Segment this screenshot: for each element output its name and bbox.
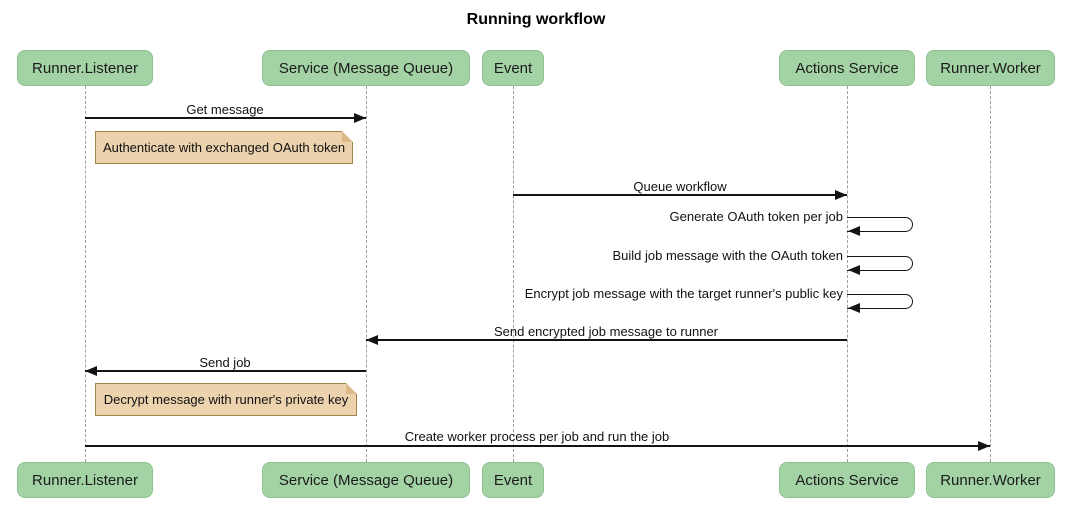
diagram-title: Running workflow — [466, 11, 606, 28]
arrowhead-right-icon — [978, 441, 990, 451]
lifeline-event — [513, 86, 514, 462]
actor-event-top: Event — [482, 50, 544, 86]
message-label: Queue workflow — [633, 179, 727, 194]
arrowhead-left-icon — [848, 303, 860, 313]
arrowhead-right-icon — [354, 113, 366, 123]
lifeline-runner-worker — [990, 86, 991, 462]
actor-service-message-queue-bottom: Service (Message Queue) — [262, 462, 470, 498]
actor-runner-listener-bottom: Runner.Listener — [17, 462, 153, 498]
lifeline-actions-service — [847, 86, 848, 462]
actor-actions-service-bottom: Actions Service — [779, 462, 915, 498]
arrowhead-left-icon — [848, 226, 860, 236]
actor-actions-service-top: Actions Service — [779, 50, 915, 86]
arrowhead-right-icon — [835, 190, 847, 200]
actor-event-bottom: Event — [482, 462, 544, 498]
message-line — [513, 194, 847, 196]
message-label: Generate OAuth token per job — [669, 209, 843, 224]
message-label: Send job — [199, 355, 251, 370]
message-label: Encrypt job message with the target runn… — [524, 286, 843, 301]
actor-service-message-queue-top: Service (Message Queue) — [262, 50, 470, 86]
note-decrypt: Decrypt message with runner's private ke… — [95, 383, 357, 416]
message-label: Get message — [186, 102, 264, 117]
note-authenticate: Authenticate with exchanged OAuth token — [95, 131, 353, 164]
message-label: Create worker process per job and run th… — [404, 429, 670, 444]
self-loop-line — [847, 256, 913, 271]
self-loop-line — [847, 294, 913, 309]
message-line — [85, 117, 366, 119]
message-label: Build job message with the OAuth token — [612, 248, 843, 263]
lifeline-service-message-queue — [366, 86, 367, 462]
actor-runner-worker-bottom: Runner.Worker — [926, 462, 1055, 498]
arrowhead-left-icon — [85, 366, 97, 376]
message-line — [85, 370, 366, 372]
arrowhead-left-icon — [848, 265, 860, 275]
message-line — [366, 339, 847, 341]
actor-runner-listener-top: Runner.Listener — [17, 50, 153, 86]
message-line — [85, 445, 990, 447]
actor-runner-worker-top: Runner.Worker — [926, 50, 1055, 86]
message-label: Send encrypted job message to runner — [493, 324, 719, 339]
self-loop-line — [847, 217, 913, 232]
lifeline-runner-listener — [85, 86, 86, 462]
arrowhead-left-icon — [366, 335, 378, 345]
